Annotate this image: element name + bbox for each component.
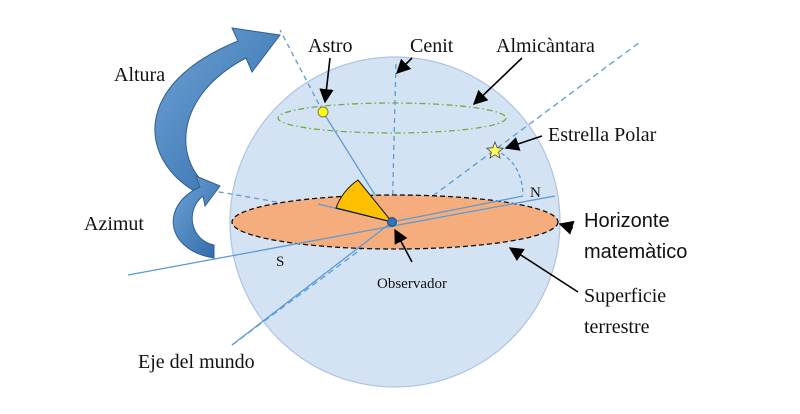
- label-superficie-line2: terrestre: [584, 316, 650, 338]
- label-altura: Altura: [114, 64, 165, 86]
- label-observador: Observador: [377, 276, 447, 292]
- north-south-line: [127, 195, 556, 276]
- polar-star-icon: [485, 140, 505, 159]
- altura-curved-arrow: [154, 27, 281, 193]
- meridian-arc: [494, 149, 524, 196]
- label-astro: Astro: [308, 35, 352, 57]
- label-south: S: [276, 254, 284, 270]
- world-axis-line: [231, 41, 641, 346]
- cenit-pointer-arrow: [395, 57, 413, 75]
- label-horizonte-line1: Horizonte: [584, 210, 670, 232]
- horizon-to-north: [391, 195, 524, 223]
- azimut-curved-arrow: [172, 175, 221, 259]
- astro-point: [317, 106, 329, 118]
- almicantara-circle: [277, 102, 507, 134]
- superficie-pointer-arrow: [508, 247, 579, 293]
- label-almicantara: Almicàntara: [496, 35, 595, 57]
- wedge-base-line: [335, 207, 393, 223]
- label-azimut: Azimut: [84, 213, 144, 235]
- astro-line-dashed: [279, 29, 324, 113]
- label-superficie-line1: Superficie: [584, 285, 666, 307]
- polar-star-pointer-arrow: [504, 135, 543, 151]
- almicantara-pointer-arrow: [472, 57, 523, 105]
- observador-pointer-arrow: [394, 228, 413, 263]
- label-cenit: Cenit: [410, 35, 454, 57]
- horizonte-pointer-arrow: [558, 220, 575, 235]
- label-estrella-polar: Estrella Polar: [548, 124, 657, 146]
- label-north: N: [530, 185, 541, 201]
- label-horizonte-line2: matemàtico: [584, 241, 687, 263]
- observer-point: [387, 217, 397, 227]
- label-eje-del-mundo: Eje del mundo: [138, 351, 255, 373]
- world-axis-lower: [231, 221, 393, 346]
- astro-pointer-arrow: [319, 57, 334, 104]
